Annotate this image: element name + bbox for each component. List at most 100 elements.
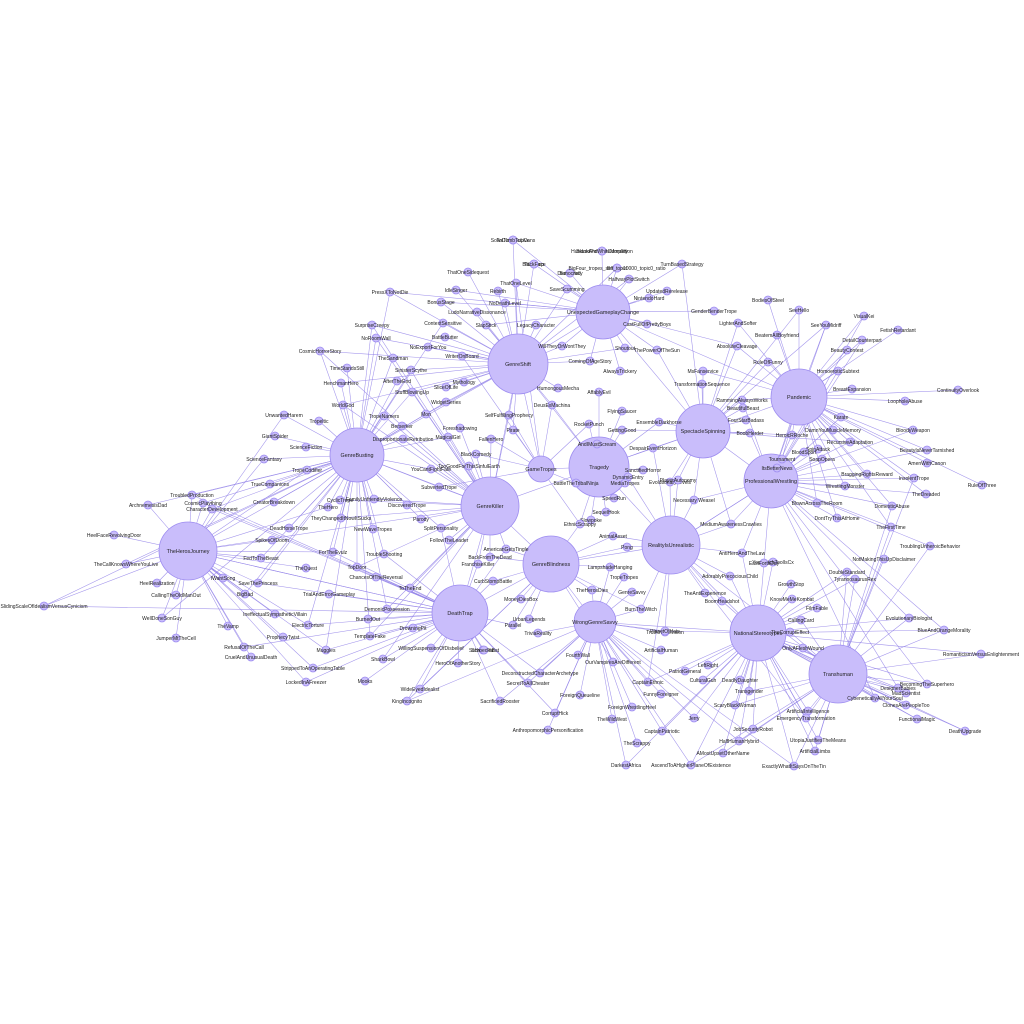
trope-node[interactable]: [726, 519, 736, 529]
trope-node[interactable]: [922, 458, 932, 468]
trope-node[interactable]: [828, 425, 838, 435]
trope-node[interactable]: [686, 760, 696, 770]
trope-node[interactable]: [500, 298, 510, 308]
trope-node[interactable]: [240, 589, 250, 599]
trope-node[interactable]: [495, 696, 505, 706]
trope-node[interactable]: [463, 267, 473, 277]
trope-node[interactable]: [601, 507, 611, 517]
trope-node[interactable]: [455, 423, 465, 433]
trope-node[interactable]: [893, 683, 903, 693]
trope-node[interactable]: [737, 548, 747, 558]
trope-node[interactable]: [323, 502, 333, 512]
trope-node[interactable]: [451, 285, 461, 295]
trope-node[interactable]: [615, 366, 625, 376]
trope-node[interactable]: [748, 724, 758, 734]
trope-node[interactable]: [301, 563, 311, 573]
trope-node[interactable]: [901, 700, 911, 710]
trope-node[interactable]: [698, 675, 708, 685]
trope-node[interactable]: [423, 342, 433, 352]
trope-node[interactable]: [772, 463, 782, 473]
trope-node[interactable]: [267, 535, 277, 545]
trope-node[interactable]: [434, 482, 444, 492]
trope-node[interactable]: [504, 410, 514, 420]
trope-node[interactable]: [644, 293, 654, 303]
trope-node[interactable]: [638, 465, 648, 475]
trope-node[interactable]: [535, 668, 545, 678]
trope-node[interactable]: [486, 434, 496, 444]
trope-node[interactable]: [371, 333, 381, 343]
trope-node[interactable]: [597, 246, 607, 256]
trope-node[interactable]: [402, 696, 412, 706]
trope-node[interactable]: [441, 382, 451, 392]
trope-node[interactable]: [842, 567, 852, 577]
trope-node[interactable]: [857, 335, 867, 345]
trope-node[interactable]: [810, 746, 820, 756]
trope-node[interactable]: [363, 614, 373, 624]
trope-node[interactable]: [976, 649, 986, 659]
trope-node[interactable]: [617, 406, 627, 416]
trope-node[interactable]: [785, 627, 795, 637]
trope-node[interactable]: [801, 713, 811, 723]
trope-node[interactable]: [562, 284, 572, 294]
trope-node[interactable]: [508, 425, 518, 435]
trope-node[interactable]: [301, 442, 311, 452]
trope-node[interactable]: [336, 378, 346, 388]
trope-node[interactable]: [397, 421, 407, 431]
trope-node[interactable]: [870, 693, 880, 703]
trope-node[interactable]: [379, 549, 389, 559]
trope-node[interactable]: [908, 425, 918, 435]
trope-node[interactable]: [308, 663, 318, 673]
trope-node[interactable]: [922, 445, 932, 455]
trope-node[interactable]: [335, 495, 345, 505]
trope-node[interactable]: [338, 400, 348, 410]
trope-node[interactable]: [328, 547, 338, 557]
trope-node[interactable]: [265, 479, 275, 489]
hub-node[interactable]: [808, 644, 868, 704]
trope-node[interactable]: [732, 341, 742, 351]
trope-node[interactable]: [121, 559, 131, 569]
trope-node[interactable]: [648, 443, 658, 453]
trope-node[interactable]: [575, 690, 585, 700]
trope-node[interactable]: [789, 761, 799, 771]
trope-node[interactable]: [821, 320, 831, 330]
trope-node[interactable]: [786, 579, 796, 589]
trope-node[interactable]: [472, 307, 482, 317]
trope-node[interactable]: [725, 571, 735, 581]
trope-node[interactable]: [622, 542, 632, 552]
trope-node[interactable]: [256, 553, 266, 563]
trope-node[interactable]: [627, 587, 637, 597]
trope-node[interactable]: [960, 726, 970, 736]
trope-node[interactable]: [636, 604, 646, 614]
trope-node[interactable]: [689, 495, 699, 505]
trope-node[interactable]: [481, 320, 491, 330]
trope-node[interactable]: [587, 585, 597, 595]
trope-node[interactable]: [253, 578, 263, 588]
trope-node[interactable]: [798, 643, 808, 653]
trope-node[interactable]: [407, 387, 417, 397]
trope-node[interactable]: [371, 572, 381, 582]
trope-node[interactable]: [654, 417, 664, 427]
trope-node[interactable]: [900, 396, 910, 406]
trope-node[interactable]: [531, 320, 541, 330]
trope-node[interactable]: [627, 702, 637, 712]
trope-node[interactable]: [269, 497, 279, 507]
trope-node[interactable]: [842, 345, 852, 355]
trope-node[interactable]: [768, 557, 778, 567]
trope-node[interactable]: [608, 531, 618, 541]
trope-node[interactable]: [812, 603, 822, 613]
trope-node[interactable]: [550, 708, 560, 718]
trope-node[interactable]: [608, 657, 618, 667]
trope-node[interactable]: [523, 678, 533, 688]
trope-node[interactable]: [406, 365, 416, 375]
trope-node[interactable]: [385, 287, 395, 297]
trope-node[interactable]: [624, 274, 634, 284]
trope-node[interactable]: [733, 318, 743, 328]
hub-node[interactable]: [460, 476, 520, 536]
trope-node[interactable]: [278, 632, 288, 642]
trope-node[interactable]: [529, 259, 539, 269]
trope-node[interactable]: [609, 493, 619, 503]
trope-node[interactable]: [479, 645, 489, 655]
trope-node[interactable]: [689, 713, 699, 723]
trope-node[interactable]: [901, 688, 911, 698]
trope-node[interactable]: [845, 437, 855, 447]
